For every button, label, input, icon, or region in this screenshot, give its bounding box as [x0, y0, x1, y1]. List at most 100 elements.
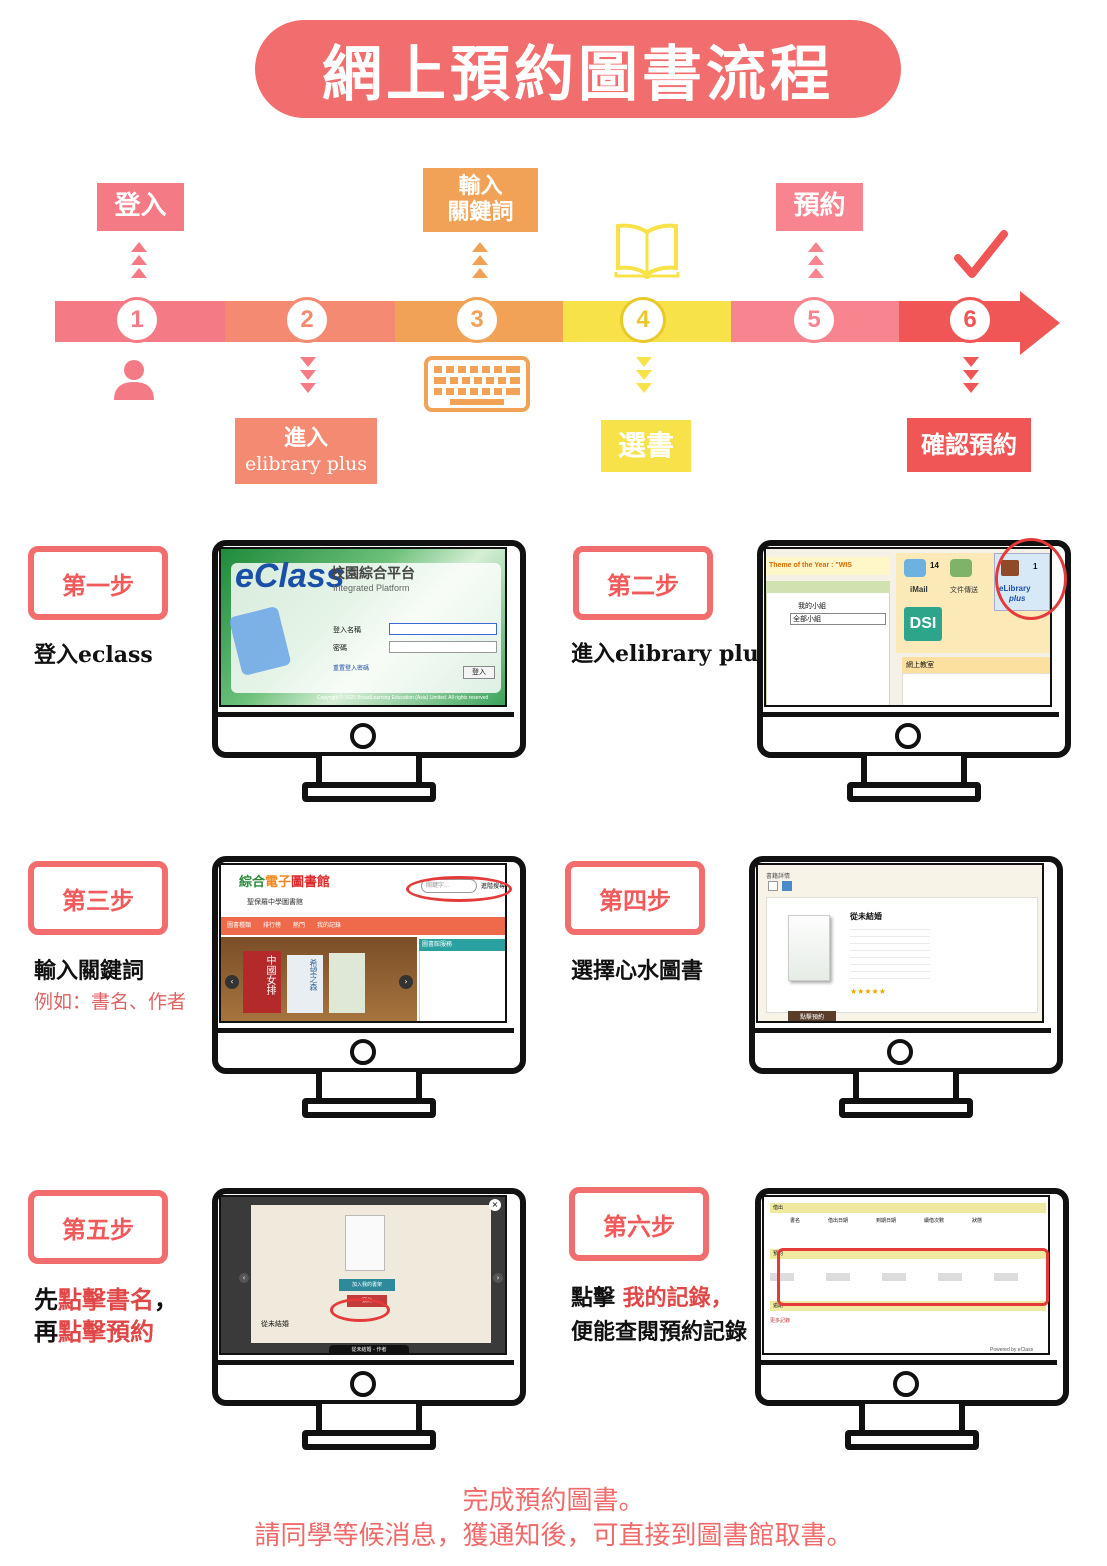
step-number: 5	[791, 297, 837, 343]
timeline-label-2: 進入 elibrary plus	[235, 418, 377, 484]
badge-label: 第四步	[577, 873, 693, 923]
grid-view-icon[interactable]	[768, 881, 778, 891]
badge-label: 第一步	[40, 558, 156, 608]
timeline-step-2: 2	[284, 297, 330, 343]
power-button-icon	[350, 723, 376, 749]
text-part: 便能查閱預約記錄	[571, 1319, 748, 1345]
power-button-icon	[887, 1039, 913, 1065]
reserve-button[interactable]: 點擊預約	[788, 1011, 836, 1021]
more-records-link[interactable]: 更多記錄	[770, 1318, 791, 1324]
timeline-step-6: 6	[947, 297, 993, 343]
timeline-step-1: 1	[114, 297, 160, 343]
add-bookshelf-button[interactable]: 加入我的書架	[339, 1279, 395, 1291]
menu-item[interactable]: 圖書種類	[227, 922, 252, 929]
login-button[interactable]: 登入	[463, 666, 495, 679]
documents-label: 文件傳送	[950, 586, 978, 594]
user-icon	[114, 360, 154, 400]
menu-item[interactable]: 我的記錄	[317, 922, 342, 929]
my-records-screen: 借出 書名 借出日期 到期日期 續借次數 狀態 預約 逾期 更多記錄 Power…	[762, 1195, 1050, 1355]
step-6-description: 點擊 我的記錄， 便能查閱預約記錄	[571, 1281, 747, 1349]
table-row[interactable]	[770, 1273, 1046, 1281]
step-3-badge: 第三步	[28, 861, 168, 935]
carousel-next-icon[interactable]: ›	[399, 975, 413, 989]
step-1-badge: 第一步	[28, 546, 168, 620]
badge-label: 第五步	[40, 1202, 156, 1252]
step-4-badge: 第四步	[565, 861, 705, 935]
online-classroom-header: 網上教室	[902, 657, 1050, 673]
step-number: 3	[454, 297, 500, 343]
copyright-text: Copyright © 2020 BroadLearning Education…	[317, 695, 489, 701]
badge-label: 第三步	[40, 873, 156, 923]
monitor-step-3: 綜合電子圖書館 聖保羅中學圖書館 關鍵字... 進階搜尋 圖書種類 排行榜 熱門…	[212, 856, 526, 1118]
column-header: 狀態	[972, 1218, 983, 1224]
service-panel-header: 圖書館服務	[419, 939, 505, 951]
monitor-step-4: 書籍詳情 從未結婚 ★★★★★ 點擊預約	[749, 856, 1063, 1118]
logo-part: 圖書館	[291, 875, 331, 890]
menu-item[interactable]: 排行榜	[263, 922, 282, 929]
eclass-logo: eClass	[235, 557, 345, 595]
step-4-description: 選擇心水圖書	[571, 958, 704, 984]
step-3-example: 例如：書名、作者	[34, 991, 187, 1013]
menu-item[interactable]: 熱門	[293, 922, 306, 929]
step-3-description: 輸入關鍵詞	[34, 958, 145, 984]
keyboard-icon	[424, 356, 530, 412]
down-arrow-icon	[963, 357, 979, 396]
up-arrow-icon	[131, 242, 147, 281]
eclass-portal-screen: Theme of the Year : "WIS 我的小組 全部小組 14 iM…	[764, 547, 1052, 707]
monitor-step-6: 借出 書名 借出日期 到期日期 續借次數 狀態 預約 逾期 更多記錄 Power…	[755, 1188, 1069, 1450]
eclass-login-screen: eClass 校園綜合平台 Integrated Platform 登入名稱 密…	[219, 547, 507, 707]
password-input[interactable]	[389, 641, 497, 653]
section-overdue-header: 逾期	[770, 1301, 1046, 1311]
column-header: 續借次數	[924, 1218, 945, 1224]
step-5-badge: 第五步	[28, 1190, 168, 1264]
label-line: elibrary plus	[244, 452, 368, 475]
step-2-description: 進入elibrary plus	[571, 641, 772, 667]
step-1-description: 登入eclass	[34, 642, 153, 668]
list-view-icon[interactable]	[782, 881, 792, 891]
my-group-label: 我的小組	[798, 602, 826, 610]
login-name-input[interactable]	[389, 623, 497, 635]
rating-stars: ★★★★★	[850, 987, 886, 996]
reset-password-link[interactable]: 重置登入密碼	[333, 665, 370, 672]
step-6-badge: 第六步	[569, 1187, 709, 1261]
book-cover[interactable]: 希望之森	[287, 955, 323, 1013]
page-title: 網上預約圖書流程	[322, 39, 834, 110]
popup-book-title: 從未結婚	[261, 1320, 289, 1328]
timeline-step-3: 3	[454, 297, 500, 343]
timeline-arrow-icon	[1020, 291, 1060, 355]
imail-count: 14	[930, 561, 939, 570]
timeline-step-5: 5	[791, 297, 837, 343]
step-number: 6	[947, 297, 993, 343]
book-detail-screen: 書籍詳情 從未結婚 ★★★★★ 點擊預約	[756, 863, 1044, 1023]
group-select[interactable]: 全部小組	[790, 613, 886, 625]
timeline-label-3: 輸入 關鍵詞	[423, 168, 538, 232]
power-button-icon	[350, 1039, 376, 1065]
dsi-icon[interactable]: DSI	[904, 607, 942, 641]
close-icon[interactable]: ×	[489, 1199, 501, 1211]
imail-icon[interactable]	[904, 559, 926, 577]
carousel-next-icon[interactable]: ›	[493, 1273, 503, 1283]
elibrary-home-screen: 綜合電子圖書館 聖保羅中學圖書館 關鍵字... 進階搜尋 圖書種類 排行榜 熱門…	[219, 863, 507, 1023]
book-popup-screen: × 加入我的書架 預約 從未結婚 從未結婚 - 作者 ‹ ›	[219, 1195, 507, 1355]
book-cover-image[interactable]	[345, 1215, 385, 1271]
password-label: 密碼	[333, 644, 347, 652]
timeline-label-1: 登入	[97, 183, 184, 231]
badge-label: 第六步	[581, 1199, 697, 1249]
carousel-prev-icon[interactable]: ‹	[225, 975, 239, 989]
step-number: 2	[284, 297, 330, 343]
badge-label: 第二步	[585, 558, 701, 608]
book-cover-image[interactable]	[788, 915, 830, 981]
documents-icon[interactable]	[950, 559, 972, 577]
footer-line-2: 請同學等候消息，獲通知後，可直接到圖書館取書。	[254, 1521, 853, 1551]
carousel-prev-icon[interactable]: ‹	[239, 1273, 249, 1283]
text-part: 點擊	[571, 1285, 623, 1311]
book-cover[interactable]: 中國女排	[243, 951, 281, 1013]
power-button-icon	[350, 1371, 376, 1397]
menu-bar: 圖書種類 排行榜 熱門 我的記錄	[227, 920, 341, 929]
text-part: 再	[34, 1317, 58, 1346]
text-part: ，	[710, 1285, 733, 1311]
highlight-circle	[406, 876, 512, 902]
step-number: 1	[114, 297, 160, 343]
book-cover[interactable]	[329, 953, 365, 1013]
elibrary-logo: 綜合電子圖書館	[239, 871, 330, 890]
